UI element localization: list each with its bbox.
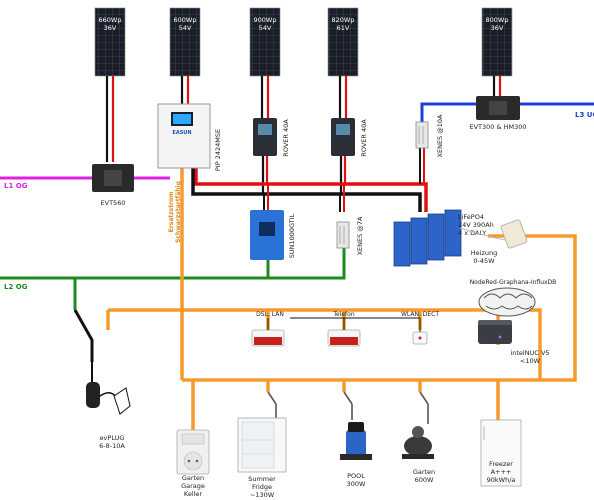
breakers — [267, 391, 429, 424]
pool-line-2: 300W — [347, 480, 366, 488]
fridge: Summer Fridge ~130W — [237, 417, 287, 499]
repeater-wlan — [412, 331, 428, 345]
inverter-label: PIP 2424MSE — [214, 129, 222, 171]
nuc-line-2: <10W — [520, 357, 541, 365]
battery-line-1: LiFePO4 — [458, 213, 484, 221]
evt560-label: EVT560 — [101, 199, 126, 207]
rover-1-label: ROVER 40A — [282, 119, 290, 157]
l1-label: L1 OG — [4, 182, 28, 190]
battery-pack: LiFePO4 24V 390Ah 4 x DALY — [393, 209, 494, 267]
xenes-2-label: XENES @7A — [356, 216, 364, 255]
ersatz-line-2: Schwarzstartfähig — [175, 181, 182, 243]
panel-2-watt: 600Wp — [174, 16, 197, 24]
battery-line-3: 4 x DALY — [458, 229, 486, 237]
main-inverter: EASUN PIP 2424MSE — [157, 103, 222, 171]
dsl-label: DSL, LAN — [256, 311, 284, 318]
intel-nuc: intelNUC V5 <10W — [478, 320, 550, 365]
xenes-1-label: XENES @10A — [436, 114, 444, 157]
freezer-line-2: A+++ — [491, 468, 512, 476]
pool-pump: POOL 300W — [340, 422, 372, 488]
rover-2-label: ROVER 40A — [360, 119, 368, 157]
heater-line-2: 0-45W — [473, 257, 495, 265]
panel-3-volt: 54V — [259, 24, 272, 32]
wlan-label: WLAN, DECT — [401, 311, 439, 318]
pool-line-1: POOL — [347, 472, 365, 480]
l3-label: L3 UG — [575, 111, 594, 119]
telefon-label: Telefon — [332, 311, 354, 318]
solar-panel-5: 800Wp 36V — [481, 7, 513, 77]
sun-label: SUN1000GTIL — [288, 213, 296, 258]
xenes-2: XENES @7A — [336, 216, 364, 255]
fridge-line-1: Summer — [248, 475, 276, 483]
garten-line-1: Garten — [182, 474, 204, 482]
solar-panel-3: 900Wp 54V — [249, 7, 281, 77]
evt300-inverter: EVT300 & HM300 — [469, 96, 527, 131]
inverter-brand: EASUN — [172, 130, 191, 136]
garten2-line-2: 600W — [415, 476, 434, 484]
evt560-inverter: EVT560 — [92, 164, 134, 207]
fridge-line-2: Fridge — [252, 483, 272, 491]
panel-4-watt: 820Wp — [332, 16, 355, 24]
panel-3-watt: 900Wp — [254, 16, 277, 24]
l2-label: L2 OG — [4, 283, 28, 291]
panel-4-volt: 61V — [337, 24, 350, 32]
heater: Heizung 0-45W — [459, 219, 528, 265]
phase-lines — [0, 102, 594, 310]
solar-panel-4: 820Wp 61V — [327, 7, 359, 77]
ev-charger: evPLUG 6-8-10A — [73, 309, 131, 450]
panel-5-watt: 800Wp — [486, 16, 509, 24]
solar-panel-1: 660Wp 36V — [94, 7, 126, 77]
panel-1-volt: 36V — [104, 24, 117, 32]
heater-line-1: Heizung — [471, 249, 497, 257]
socket-garten: Garten Garage Keller — [176, 429, 210, 498]
brain-icon — [478, 287, 536, 317]
evt300-label: EVT300 & HM300 — [469, 123, 526, 131]
xenes-1: XENES @10A — [415, 114, 444, 157]
panel-2-volt: 54V — [179, 24, 192, 32]
ersatz-line-1: Ersatzstrom — [168, 192, 175, 233]
garten-line-3: Keller — [184, 490, 203, 498]
sun-inverter: SUN1000GTIL — [250, 210, 296, 260]
garten-line-2: Garage — [181, 482, 205, 490]
evplug-line-1: evPLUG — [100, 434, 125, 442]
router-telefon — [327, 329, 361, 347]
freezer-line-3: 90kWh/a — [487, 476, 516, 484]
dc-wires — [105, 76, 502, 194]
solar-panel-2: 600Wp 54V — [169, 7, 201, 77]
garten2-line-1: Garten — [413, 468, 435, 476]
nodered-label: NodeRed-Graphana-InfluxDB — [470, 279, 557, 286]
rover-controller-2: ROVER 40A — [331, 118, 368, 157]
fridge-line-3: ~130W — [250, 491, 275, 499]
garden-pump: Garten 600W — [402, 426, 435, 484]
battery-line-2: 24V 390Ah — [458, 221, 494, 229]
freezer: Freezer A+++ 90kWh/a — [480, 419, 522, 487]
nuc-line-1: intelNUC V5 — [510, 349, 549, 357]
rover-controller-1: ROVER 40A — [253, 118, 290, 157]
freezer-line-1: Freezer — [489, 460, 513, 468]
network-cable — [267, 317, 421, 332]
dc-bus — [191, 148, 428, 212]
evplug-line-2: 6-8-10A — [99, 442, 125, 450]
panel-5-volt: 36V — [491, 24, 504, 32]
router-dsl — [251, 329, 285, 347]
panel-1-watt: 660Wp — [99, 16, 122, 24]
